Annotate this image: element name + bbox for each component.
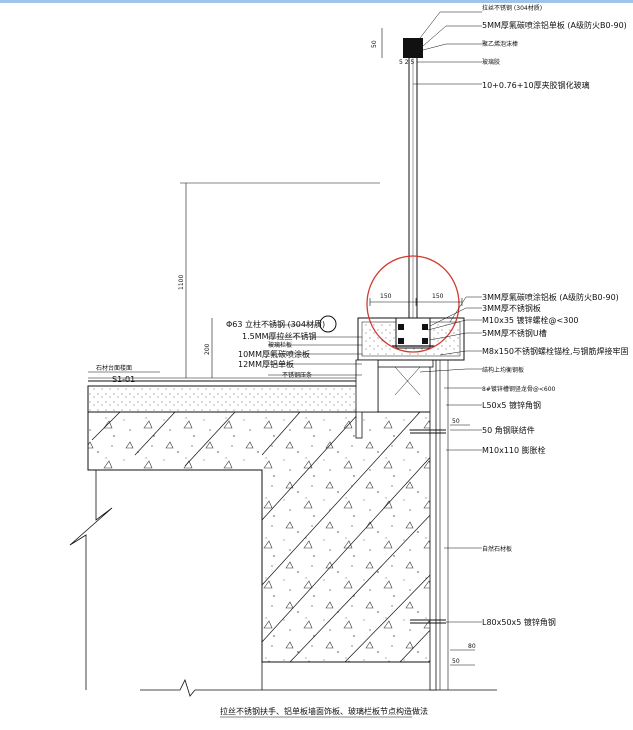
- dim-150-right: 150: [432, 293, 444, 300]
- label-aluminum-panel-top: 5MM厚氟碳喷涂铝单板 (A级防火B0-90): [482, 20, 627, 30]
- label-angle-l80: L80x50x5 镀锌角钢: [482, 617, 556, 627]
- label-coated-panel: 10MM厚氟碳喷涂板: [238, 349, 310, 359]
- dim-1100: 1100: [178, 275, 185, 290]
- label-u-channel: 5MM厚不锈钢U槽: [482, 328, 547, 338]
- drawing-caption: 拉丝不锈钢扶手、铝单板墙面饰板、玻璃栏板节点构造做法: [220, 706, 428, 716]
- label-brushed-steel: 1.5MM厚拉丝不锈钢: [242, 331, 317, 341]
- label-stone-panel: 自然石材板: [482, 545, 512, 553]
- label-handrail-steel: 拉丝不锈钢 (304材质): [482, 4, 542, 12]
- dim-right-80: 80: [468, 643, 476, 650]
- detail-highlight-circle: [366, 255, 460, 353]
- label-aluminum-plate-3mm: 3MM厚氟碳喷涂铝板 (A级防火B0-90): [482, 292, 619, 302]
- floor-slab: [87, 385, 379, 413]
- label-steel-plate-3mm: 3MM厚不锈钢板: [482, 303, 541, 313]
- dim-top-50: 50: [371, 40, 378, 48]
- dim-top-525: 5 2 5: [399, 59, 414, 66]
- label-expansion-bolt: M10x110 膨胀栓: [482, 445, 546, 455]
- label-glass-sealant: 玻璃胶: [482, 58, 500, 66]
- label-angle-l50: L50x5 镀锌角钢: [482, 400, 541, 410]
- dim-200: 200: [204, 343, 211, 355]
- label-bolt-m10x35: M10x35 镀锌螺栓@<300: [482, 315, 579, 325]
- dim-150-left: 150: [380, 293, 392, 300]
- handrail-cap: [403, 38, 423, 58]
- label-floor-code: S1-01: [112, 375, 135, 384]
- label-angle-connector: 50 角钢联结件: [482, 425, 535, 435]
- label-handrail-post: Φ63 立柱不锈钢 (304材质): [226, 319, 325, 329]
- label-steel-strip: 不锈钢压条: [282, 371, 312, 379]
- handrail-tube: [319, 315, 337, 333]
- dim-right-50b: 50: [452, 658, 460, 665]
- label-stone-floor: 石材台面楼面: [96, 364, 132, 372]
- wall-cladding: [429, 354, 437, 691]
- dim-right-50: 50: [452, 418, 460, 425]
- label-embed-plate: 结构上均衡钢板: [482, 366, 524, 374]
- label-aluminum-panel-12mm: 12MM厚铝单板: [238, 359, 294, 369]
- label-anchor-m8x150: M8x150不锈钢螺栓锚栓,与钢筋焊接牢固: [482, 346, 629, 356]
- label-laminated-glass: 10+0.76+10厚夹胶钢化玻璃: [482, 80, 590, 90]
- label-channel-keel: 8#镀锌槽钢竖龙骨@<600: [482, 385, 556, 393]
- label-glass-rail: 玻璃栏板: [268, 341, 292, 349]
- label-foam-rod: 聚乙烯泡沫棒: [482, 40, 518, 48]
